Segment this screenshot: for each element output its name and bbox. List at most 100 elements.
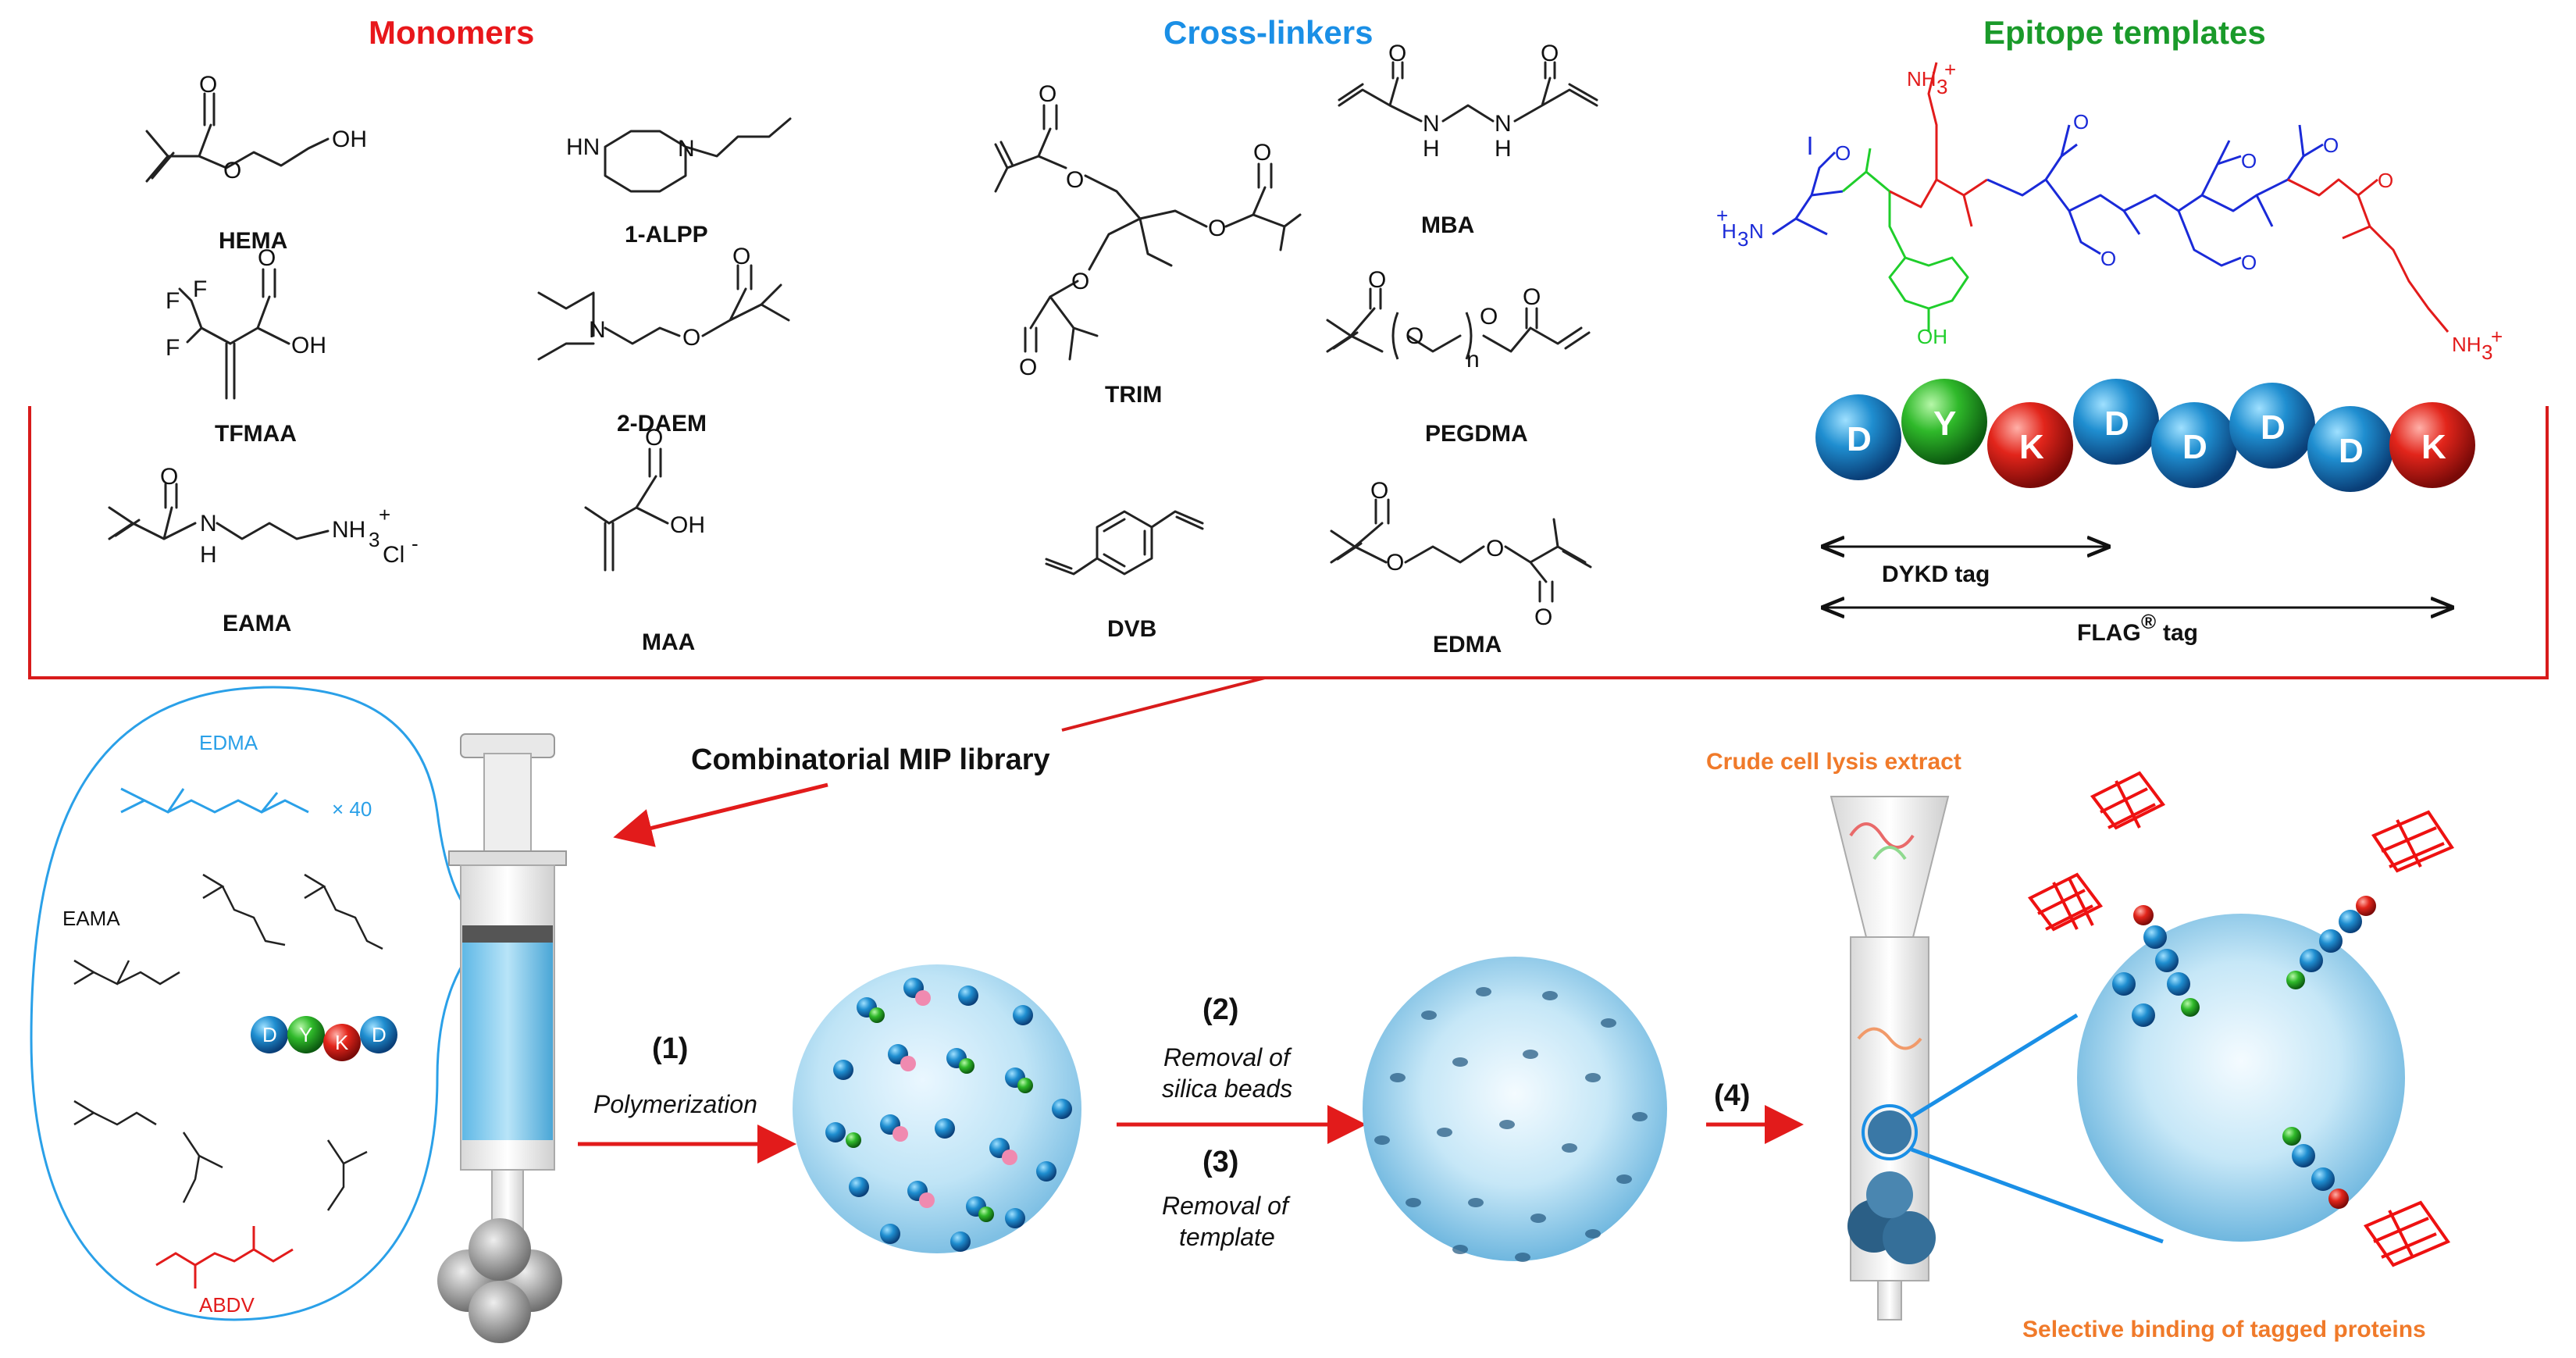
bubble-edma-label: EDMA bbox=[199, 731, 258, 754]
peptide-nh3-top-sub: 3 bbox=[1936, 75, 1947, 98]
peptide-nh3-end-sub: 3 bbox=[2482, 340, 2492, 364]
alpp-structure bbox=[604, 117, 792, 193]
mba-structure bbox=[1338, 61, 1598, 123]
mini-bead-3 bbox=[323, 1024, 361, 1061]
step3-text-b: template bbox=[1179, 1223, 1275, 1251]
peptide-o-1: O bbox=[1835, 141, 1851, 165]
porous-mip-sphere bbox=[1363, 957, 1667, 1262]
bead-7-label: D bbox=[2339, 432, 2364, 470]
crosslinkers-header: Cross-linkers bbox=[1163, 14, 1374, 51]
mba-o2: O bbox=[1541, 41, 1559, 66]
step4-number: (4) bbox=[1714, 1079, 1750, 1112]
step3-text-a: Removal of bbox=[1162, 1192, 1291, 1220]
eama-sub3: 3 bbox=[369, 528, 379, 551]
mini-bead-3-label: K bbox=[335, 1031, 349, 1054]
peptide-o-6: O bbox=[2323, 134, 2339, 157]
monomer-label-tfmaa: TFMAA bbox=[215, 421, 297, 447]
eama-structure bbox=[108, 483, 330, 540]
step1-number: (1) bbox=[652, 1032, 688, 1065]
eama-o: O bbox=[160, 464, 178, 490]
eama-plus: + bbox=[379, 503, 390, 526]
edma-o4: O bbox=[1534, 604, 1552, 630]
trim-o5: O bbox=[1071, 269, 1089, 294]
peptide-nh3-top-plus: + bbox=[1944, 58, 1956, 81]
maa-oh: OH bbox=[670, 512, 705, 538]
pegdma-o3: O bbox=[1480, 304, 1498, 330]
eama-n: N bbox=[200, 511, 217, 536]
bead-6-label: D bbox=[2261, 408, 2286, 447]
flag-tag-suffix: tag bbox=[2163, 620, 2198, 646]
eama-h: H bbox=[200, 542, 217, 568]
bead-3 bbox=[1987, 402, 2073, 488]
monomer-label-hema: HEMA bbox=[219, 228, 287, 254]
mba-o1: O bbox=[1388, 41, 1406, 66]
trim-o4: O bbox=[1253, 140, 1271, 166]
bubble-edma-structure bbox=[120, 787, 309, 814]
tfmaa-oh: OH bbox=[291, 333, 326, 358]
step3-number: (3) bbox=[1202, 1146, 1238, 1178]
bead-1-label: D bbox=[1847, 420, 1872, 458]
trim-o6: O bbox=[1019, 355, 1037, 380]
daem-structure bbox=[537, 264, 790, 361]
alpp-n: N bbox=[678, 136, 695, 162]
bubble-times40: × 40 bbox=[332, 797, 372, 821]
bubble-abdv-label: ABDV bbox=[199, 1293, 255, 1317]
mini-bead-1 bbox=[251, 1016, 288, 1053]
peptide-h3n: H bbox=[1722, 219, 1737, 243]
top-panel-frame bbox=[28, 406, 2549, 732]
peptide-oh: OH bbox=[1917, 325, 1947, 348]
tfmaa-o: O bbox=[258, 245, 276, 271]
spe-column bbox=[1830, 796, 1950, 1321]
bead-8-label: K bbox=[2421, 428, 2446, 466]
library-bubble bbox=[30, 686, 490, 1321]
peptide-nh3-end-plus: + bbox=[2491, 325, 2503, 348]
bound-protein-sphere bbox=[2027, 771, 2454, 1267]
mba-n2: N bbox=[1495, 111, 1512, 137]
bead-2 bbox=[1901, 379, 1987, 465]
bubble-eama-label: EAMA bbox=[62, 907, 120, 930]
step2-text-b: silica beads bbox=[1162, 1075, 1292, 1103]
tfmaa-f3: F bbox=[166, 335, 180, 361]
peptide-h3n-plus: + bbox=[1716, 204, 1728, 227]
zoom-line-bottom bbox=[1911, 1147, 2164, 1244]
daem-carbonyl-o: O bbox=[732, 244, 750, 269]
mini-bead-4-label: D bbox=[372, 1023, 387, 1046]
mini-bead-2-label: Y bbox=[299, 1023, 312, 1046]
tfmaa-f2: F bbox=[166, 288, 180, 314]
peptide-structure bbox=[1772, 62, 2450, 333]
trim-o2: O bbox=[1066, 167, 1084, 193]
tfmaa-structure bbox=[178, 268, 290, 400]
mba-n1: N bbox=[1423, 111, 1440, 137]
crude-extract-label: Crude cell lysis extract bbox=[1706, 749, 1961, 775]
edma-structure bbox=[1330, 498, 1592, 603]
mba-h2: H bbox=[1495, 136, 1512, 162]
peptide-bead-chain bbox=[1815, 379, 2475, 492]
monomers-header: Monomers bbox=[369, 14, 535, 51]
peptide-o-4: O bbox=[2241, 149, 2257, 173]
trim-o1: O bbox=[1039, 81, 1056, 107]
monomer-label-alpp: 1-ALPP bbox=[625, 222, 708, 248]
bead-8 bbox=[2389, 402, 2475, 488]
step1-text: Polymerization bbox=[593, 1090, 757, 1118]
maa-o: O bbox=[645, 425, 663, 451]
hema-oh: OH bbox=[332, 127, 367, 152]
zoom-circle bbox=[1862, 1104, 1918, 1160]
crosslinker-label-mba: MBA bbox=[1421, 212, 1474, 238]
bead-5 bbox=[2151, 402, 2237, 488]
hema-o: O bbox=[223, 158, 241, 184]
alpp-hn: HN bbox=[566, 134, 600, 160]
zoom-line-top bbox=[1910, 1013, 2079, 1119]
daem-n: N bbox=[589, 317, 606, 343]
peptide-h3n-sub: 3 bbox=[1737, 227, 1748, 251]
bead-4-label: D bbox=[2104, 405, 2129, 443]
mini-bead-4 bbox=[360, 1016, 397, 1053]
bead-3-label: K bbox=[2019, 428, 2044, 466]
flag-tag-label: FLAG bbox=[2077, 620, 2141, 646]
trim-structure bbox=[994, 104, 1302, 361]
bead-7 bbox=[2307, 406, 2393, 492]
pegdma-n: n bbox=[1466, 347, 1480, 372]
pegdma-o4: O bbox=[1523, 284, 1541, 310]
mini-bead-2 bbox=[287, 1016, 325, 1053]
bead-4 bbox=[2073, 379, 2159, 465]
peptide-o-2: O bbox=[2073, 110, 2089, 134]
